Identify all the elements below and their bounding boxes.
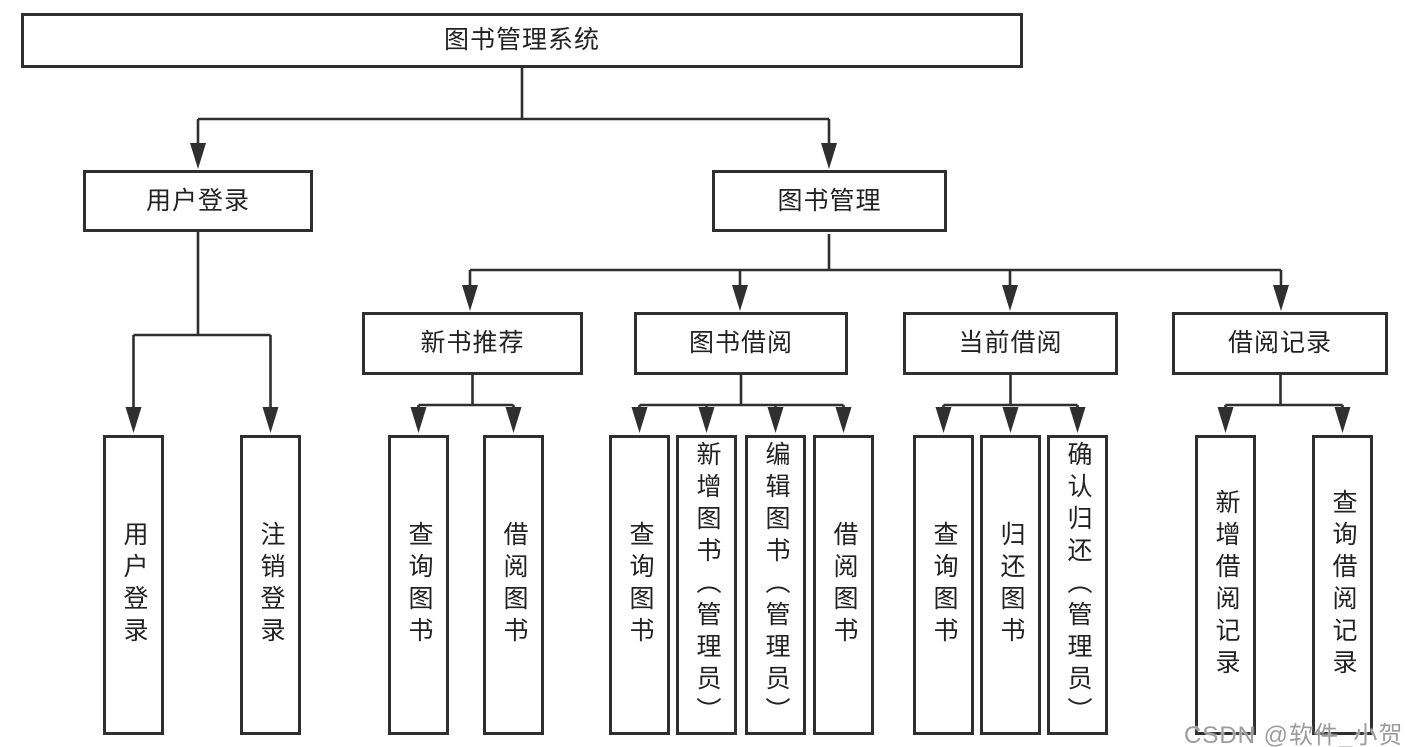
node-label: 查询图书 xyxy=(626,521,654,649)
leaf-user-login: 用户登录 xyxy=(103,435,164,735)
leaf-br-query-record: 查询借阅记录 xyxy=(1312,435,1373,735)
node-label: 当前借阅 xyxy=(958,329,1063,357)
node-label: 借阅记录 xyxy=(1227,329,1332,357)
leaf-nb-borrow-books: 借阅图书 xyxy=(483,435,544,735)
leaf-bb-query-books: 查询图书 xyxy=(609,435,670,735)
node-label: 借阅图书 xyxy=(830,521,858,649)
node-label: 新书推荐 xyxy=(420,329,525,357)
node-book-management: 图书管理 xyxy=(712,170,947,232)
node-label: 图书管理系统 xyxy=(443,26,600,54)
leaf-logout: 注销登录 xyxy=(240,435,301,735)
leaf-br-add-record: 新增借阅记录 xyxy=(1195,435,1256,735)
leaf-cb-return-books: 归还图书 xyxy=(980,435,1041,735)
node-label: 查询图书 xyxy=(405,521,433,649)
node-label: 图书管理 xyxy=(777,186,882,215)
node-book-borrowing: 图书借阅 xyxy=(634,312,848,375)
node-label: 借阅图书 xyxy=(500,521,528,649)
leaf-cb-query-books: 查询图书 xyxy=(913,435,974,735)
node-label: 用户登录 xyxy=(145,186,250,215)
node-label: 注销登录 xyxy=(257,521,285,649)
node-user-login: 用户登录 xyxy=(83,170,313,232)
node-borrowing-records: 借阅记录 xyxy=(1172,312,1388,375)
node-label: 新增图书（管理员） xyxy=(693,441,721,729)
node-root: 图书管理系统 xyxy=(21,13,1023,68)
node-label: 编辑图书（管理员） xyxy=(762,441,790,729)
node-label: 查询借阅记录 xyxy=(1329,489,1357,681)
leaf-bb-edit-books-admin: 编辑图书（管理员） xyxy=(745,435,806,735)
node-new-book-recommend: 新书推荐 xyxy=(362,312,583,375)
node-label: 用户登录 xyxy=(120,521,148,649)
node-label: 查询图书 xyxy=(930,521,958,649)
node-label: 归还图书 xyxy=(997,521,1025,649)
leaf-nb-query-books: 查询图书 xyxy=(388,435,449,735)
node-label: 新增借阅记录 xyxy=(1212,489,1240,681)
node-current-borrowing: 当前借阅 xyxy=(903,312,1118,375)
node-label: 图书借阅 xyxy=(688,329,793,357)
watermark: CSDN @软件_小贺同学 xyxy=(1184,722,1405,747)
node-label: 确认归还（管理员） xyxy=(1064,441,1092,729)
leaf-bb-borrow-books: 借阅图书 xyxy=(813,435,874,735)
leaf-cb-confirm-return-admin: 确认归还（管理员） xyxy=(1047,435,1108,735)
leaf-bb-add-books-admin: 新增图书（管理员） xyxy=(676,435,737,735)
